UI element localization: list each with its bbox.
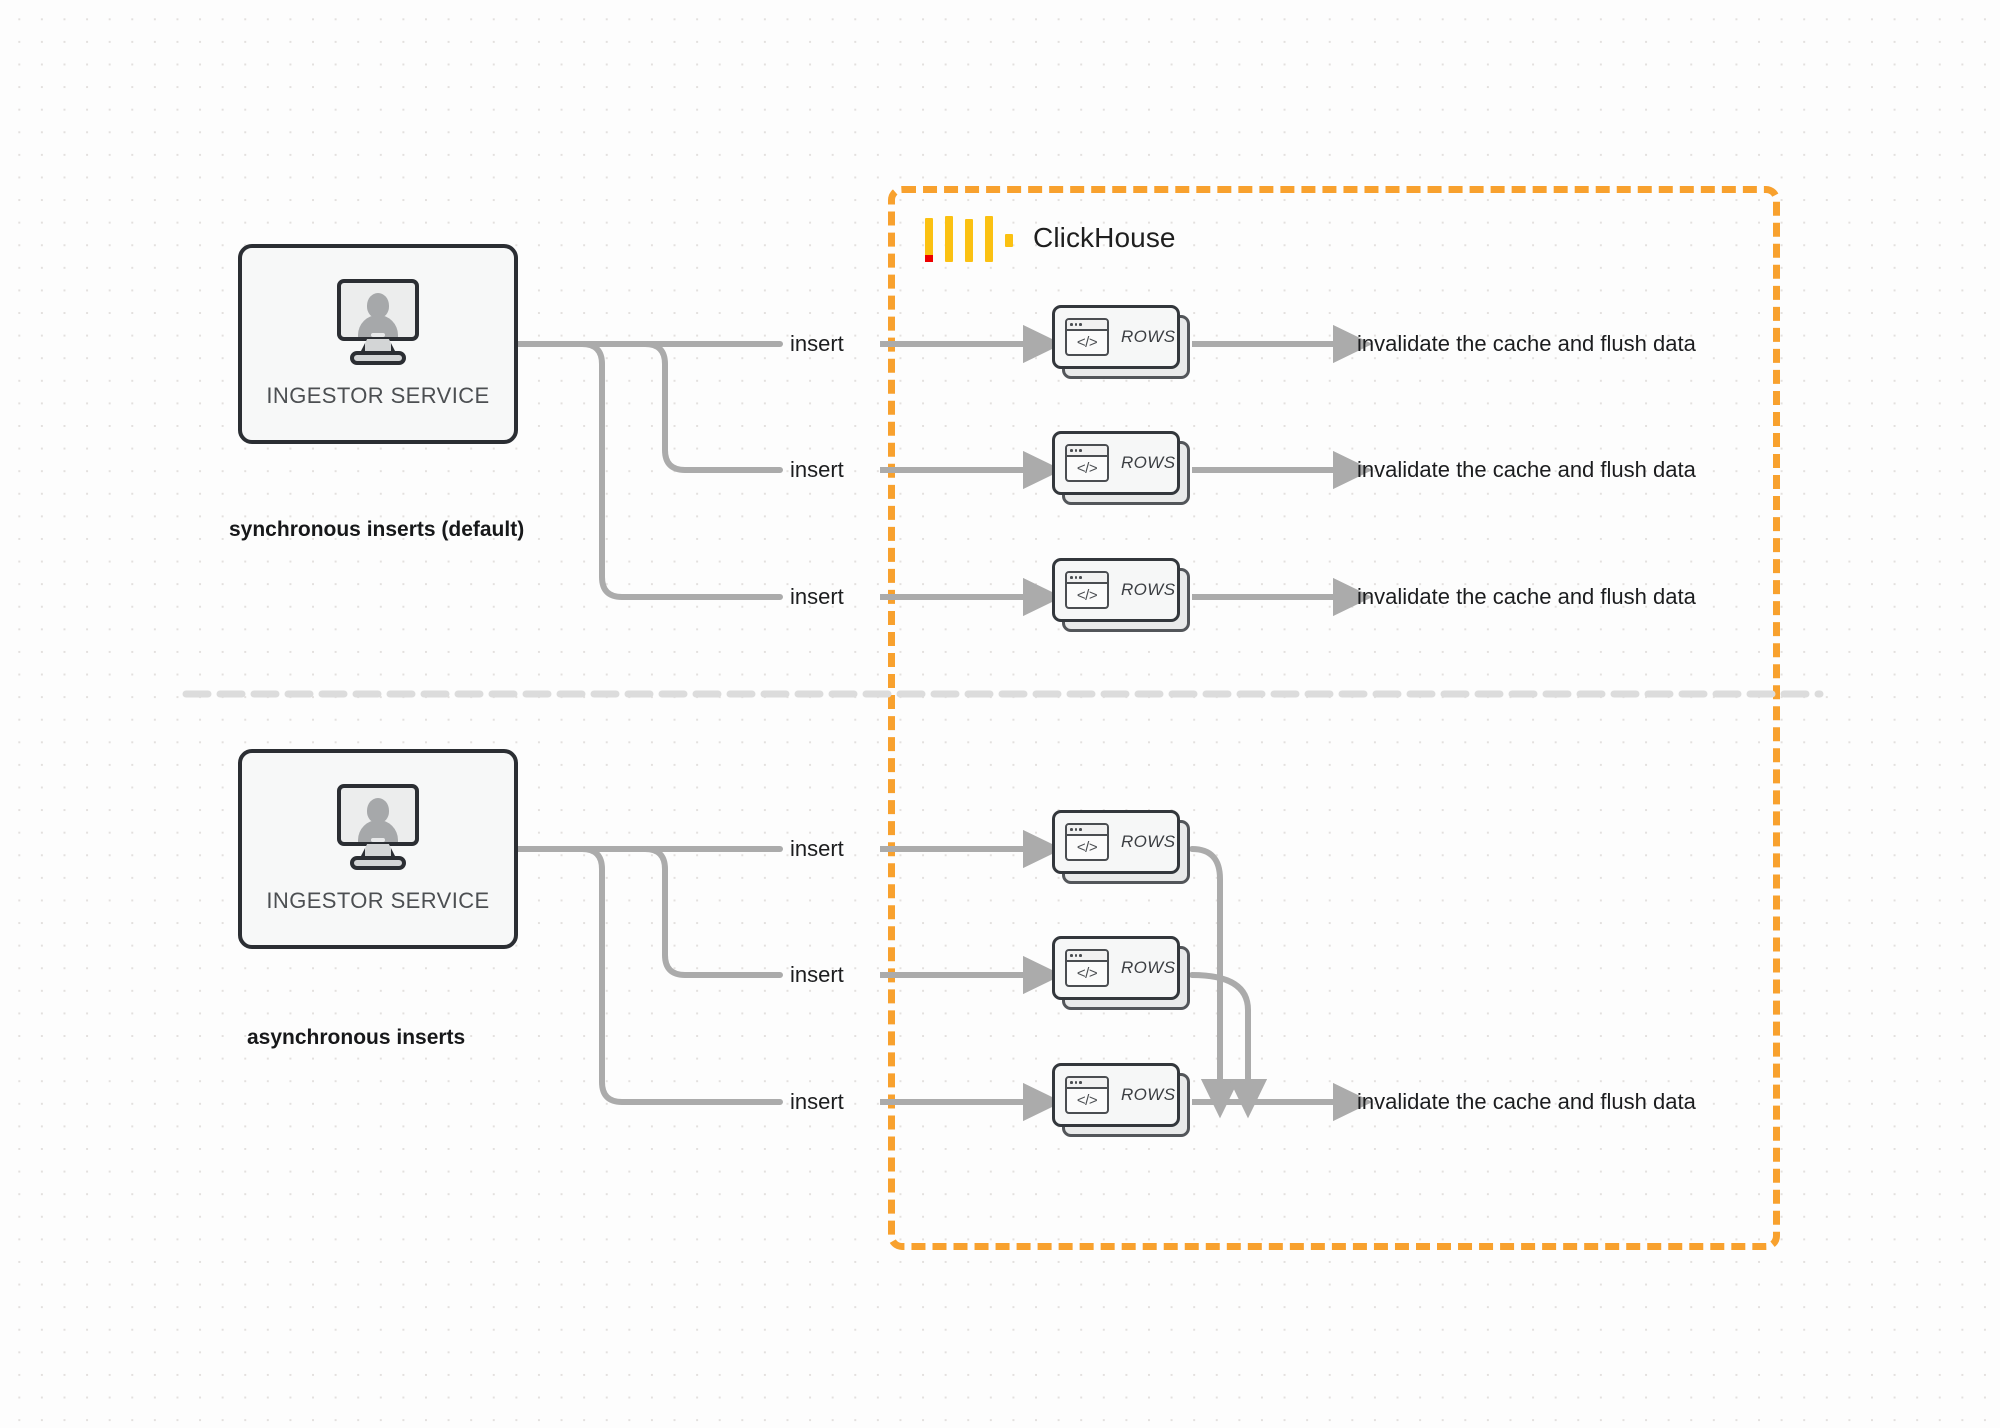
rows-card-front[interactable]: </> ROWS — [1052, 558, 1180, 622]
sync-fanout-edges — [515, 341, 783, 600]
rows-card-sync-1[interactable]: </> ROWS — [1052, 305, 1192, 383]
ingestor-service-label: INGESTOR SERVICE — [266, 383, 490, 408]
result-label-async-merged: invalidate the cache and flush data — [1357, 1089, 1696, 1114]
ingestor-service-async[interactable]: INGESTOR SERVICE — [238, 749, 518, 949]
code-window-titlebar — [1067, 573, 1107, 584]
user-head — [367, 293, 389, 318]
user-head — [367, 798, 389, 823]
rows-card-front[interactable]: </> ROWS — [1052, 1063, 1180, 1127]
code-glyph: </> — [1076, 1092, 1098, 1109]
rows-card-label: ROWS — [1121, 832, 1176, 851]
code-window-titlebar — [1067, 825, 1107, 836]
logo-bar-3 — [965, 219, 973, 262]
code-window-icon: </> — [1065, 318, 1109, 356]
rows-card-label: ROWS — [1121, 453, 1176, 472]
section-caption-async: asynchronous inserts — [247, 1026, 466, 1049]
section-caption-sync: synchronous inserts (default) — [229, 518, 525, 541]
rows-card-label: ROWS — [1121, 958, 1176, 977]
code-window-titlebar — [1067, 446, 1107, 457]
rows-card-sync-3[interactable]: </> ROWS — [1052, 558, 1192, 636]
monitor-screen — [337, 279, 419, 341]
clickhouse-logo-icon — [925, 216, 993, 262]
rows-card-front[interactable]: </> ROWS — [1052, 431, 1180, 495]
code-window-icon: </> — [1065, 949, 1109, 987]
logo-bar-4 — [985, 216, 993, 262]
rows-card-front[interactable]: </> ROWS — [1052, 305, 1180, 369]
monitor-base — [350, 856, 406, 870]
insert-label-async-2: insert — [790, 962, 844, 987]
logo-bar-2 — [945, 216, 953, 262]
code-window-titlebar — [1067, 1078, 1107, 1089]
insert-label-async-1: insert — [790, 836, 844, 861]
code-window-titlebar — [1067, 320, 1107, 331]
clickhouse-boundary — [888, 186, 1780, 1250]
rows-card-label: ROWS — [1121, 1085, 1176, 1104]
monitor-indicator — [371, 838, 385, 842]
rows-card-sync-2[interactable]: </> ROWS — [1052, 431, 1192, 509]
code-glyph: </> — [1076, 460, 1098, 477]
result-label-sync-2: invalidate the cache and flush data — [1357, 457, 1696, 482]
code-glyph: </> — [1076, 587, 1098, 604]
code-glyph: </> — [1076, 334, 1098, 351]
user-monitor-icon — [332, 784, 424, 870]
insert-label-sync-2: insert — [790, 457, 844, 482]
insert-label-sync-1: insert — [790, 331, 844, 356]
monitor-indicator — [371, 333, 385, 337]
result-label-sync-3: invalidate the cache and flush data — [1357, 584, 1696, 609]
code-window-titlebar — [1067, 951, 1107, 962]
monitor-screen — [337, 784, 419, 846]
rows-card-async-3[interactable]: </> ROWS — [1052, 1063, 1192, 1141]
code-window-icon: </> — [1065, 1076, 1109, 1114]
user-body — [358, 820, 398, 842]
clickhouse-label: ClickHouse — [1033, 222, 1176, 253]
code-window-icon: </> — [1065, 444, 1109, 482]
ingestor-service-label: INGESTOR SERVICE — [266, 888, 490, 913]
logo-square-accent — [1005, 234, 1013, 247]
clickhouse-logo-group: ClickHouse — [925, 216, 1176, 262]
user-monitor-icon — [332, 279, 424, 365]
rows-card-label: ROWS — [1121, 327, 1176, 346]
rows-card-label: ROWS — [1121, 580, 1176, 599]
logo-bar-1 — [925, 218, 933, 262]
rows-card-front[interactable]: </> ROWS — [1052, 810, 1180, 874]
async-fanout-edges — [515, 846, 783, 1105]
logo-bar-red-accent — [925, 255, 933, 262]
code-window-icon: </> — [1065, 823, 1109, 861]
insert-label-sync-3: insert — [790, 584, 844, 609]
rows-card-async-1[interactable]: </> ROWS — [1052, 810, 1192, 888]
code-window-icon: </> — [1065, 571, 1109, 609]
monitor-base — [350, 351, 406, 365]
user-body — [358, 315, 398, 337]
rows-card-front[interactable]: </> ROWS — [1052, 936, 1180, 1000]
ingestor-service-sync[interactable]: INGESTOR SERVICE — [238, 244, 518, 444]
rows-card-async-2[interactable]: </> ROWS — [1052, 936, 1192, 1014]
code-glyph: </> — [1076, 965, 1098, 982]
result-label-sync-1: invalidate the cache and flush data — [1357, 331, 1696, 356]
code-glyph: </> — [1076, 839, 1098, 856]
insert-label-async-3: insert — [790, 1089, 844, 1114]
